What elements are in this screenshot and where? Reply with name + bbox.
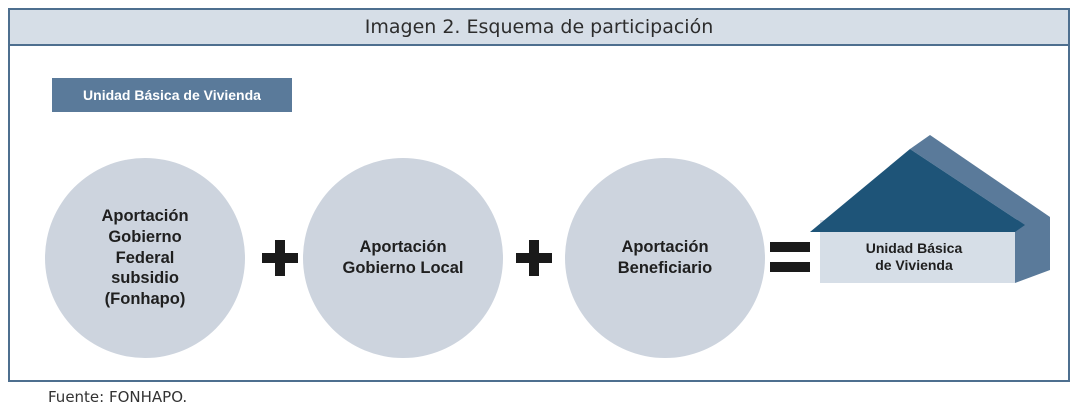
- circle-beneficiario-label: Aportación Beneficiario: [617, 238, 713, 277]
- source-note: Fuente: FONHAPO.: [48, 388, 188, 406]
- circle-local: Aportación Gobierno Local: [303, 158, 503, 358]
- result-label: Unidad Básica de Vivienda: [818, 232, 1010, 282]
- circle-federal-label: Aportación Gobierno Federal subsidio (Fo…: [101, 207, 189, 308]
- circle-federal: Aportación Gobierno Federal subsidio (Fo…: [45, 158, 245, 358]
- circle-beneficiario: Aportación Beneficiario: [565, 158, 765, 358]
- plus-icon: [262, 240, 298, 276]
- equals-icon: [770, 240, 810, 274]
- circle-local-label: Aportación Gobierno Local: [342, 238, 464, 277]
- plus-icon: [516, 240, 552, 276]
- figure-title: Imagen 2. Esquema de participación: [10, 10, 1068, 46]
- result-label-text: Unidad Básica de Vivienda: [865, 239, 963, 274]
- section-label: Unidad Básica de Vivienda: [52, 78, 292, 112]
- house-icon: [810, 135, 1050, 283]
